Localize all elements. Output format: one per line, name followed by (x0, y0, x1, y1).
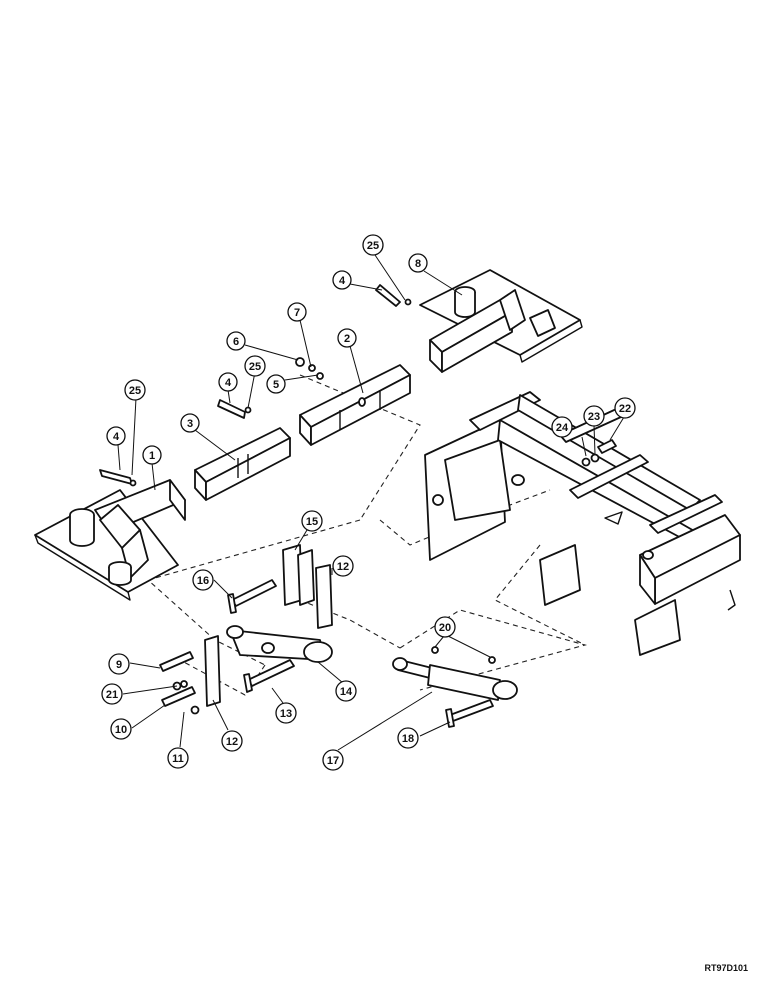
svg-text:5: 5 (273, 379, 279, 391)
svg-text:14: 14 (340, 686, 353, 698)
callout-12-lower: 12 (221, 730, 243, 752)
callout-24: 24 (551, 416, 573, 438)
link-plates (204, 544, 333, 707)
svg-text:11: 11 (172, 753, 184, 765)
foot-plate-left (34, 479, 186, 601)
callout-9: 9 (108, 653, 130, 675)
callout-22: 22 (614, 397, 636, 419)
square-tube-3 (194, 427, 291, 501)
callout-15: 15 (301, 510, 323, 532)
callout-20: 20 (434, 616, 456, 638)
callout-2: 2 (337, 328, 357, 348)
svg-text:7: 7 (294, 307, 300, 319)
callout-16: 16 (192, 569, 214, 591)
svg-text:12: 12 (337, 561, 349, 573)
callout-4-middle: 4 (218, 372, 238, 392)
svg-text:22: 22 (619, 403, 631, 415)
svg-text:10: 10 (115, 724, 127, 736)
callout-25-middle: 25 (244, 355, 266, 377)
svg-text:23: 23 (588, 411, 600, 423)
svg-text:4: 4 (339, 275, 346, 287)
svg-text:16: 16 (197, 575, 209, 587)
main-frame (424, 391, 741, 656)
pins (99, 284, 494, 728)
svg-text:2: 2 (344, 333, 350, 345)
foot-plate-right (419, 269, 583, 373)
callout-11: 11 (167, 747, 189, 769)
drawing-code: RT97D101 (704, 963, 748, 973)
svg-text:18: 18 (402, 733, 414, 745)
leader-lines (117, 254, 625, 751)
svg-text:9: 9 (116, 659, 122, 671)
svg-text:20: 20 (439, 622, 451, 634)
hardware (129, 298, 617, 715)
svg-text:25: 25 (249, 361, 261, 373)
callout-12-upper: 12 (332, 555, 354, 577)
svg-text:4: 4 (225, 377, 232, 389)
svg-text:8: 8 (415, 258, 421, 270)
callout-3: 3 (180, 413, 200, 433)
callout-13: 13 (275, 702, 297, 724)
svg-text:15: 15 (306, 516, 318, 528)
callout-7: 7 (287, 302, 307, 322)
callout-18: 18 (397, 727, 419, 749)
callouts: 1 2 3 4 4 4 5 6 7 8 9 10 11 12 12 13 14 … (101, 234, 636, 771)
pivot-arm (226, 625, 333, 663)
callout-5: 5 (266, 374, 286, 394)
svg-text:17: 17 (327, 755, 339, 767)
callout-4-right: 4 (332, 270, 352, 290)
svg-text:13: 13 (280, 708, 292, 720)
svg-text:6: 6 (233, 336, 239, 348)
svg-text:12: 12 (226, 736, 238, 748)
svg-text:25: 25 (129, 385, 141, 397)
svg-text:25: 25 (367, 240, 379, 252)
callout-17: 17 (322, 749, 344, 771)
callout-14: 14 (335, 680, 357, 702)
callout-4-left: 4 (106, 426, 126, 446)
svg-text:21: 21 (106, 689, 118, 701)
callout-1: 1 (142, 445, 162, 465)
callout-6: 6 (226, 331, 246, 351)
svg-text:1: 1 (149, 450, 155, 462)
callout-10: 10 (110, 718, 132, 740)
hydraulic-cylinder (392, 657, 518, 701)
svg-text:3: 3 (187, 418, 193, 430)
svg-text:4: 4 (113, 431, 120, 443)
svg-text:24: 24 (556, 422, 569, 434)
callout-23: 23 (583, 405, 605, 427)
callout-25-right: 25 (362, 234, 384, 256)
callout-21: 21 (101, 683, 123, 705)
callout-25-left: 25 (124, 379, 146, 401)
square-tube-2 (299, 364, 411, 446)
callout-8: 8 (408, 253, 428, 273)
